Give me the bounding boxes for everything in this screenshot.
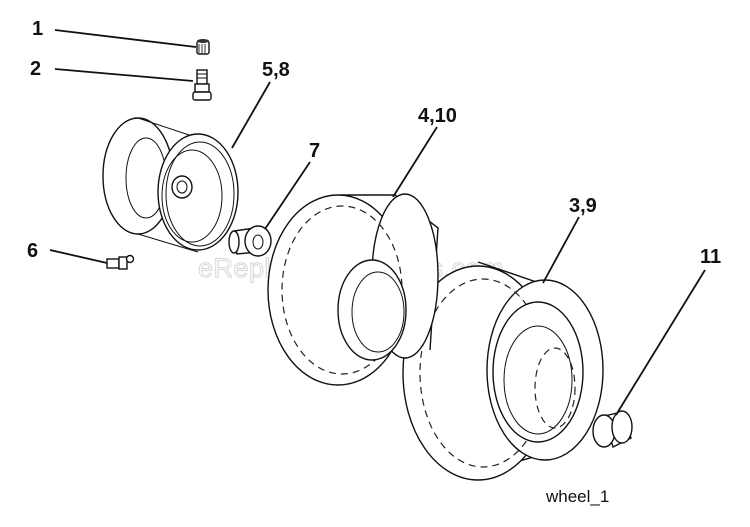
wheel-rim-part (102, 117, 239, 253)
valve-cap-part (196, 39, 210, 55)
rear-tire-part (402, 261, 604, 481)
callout-6: 6 (27, 240, 38, 262)
wheel-cap-part (592, 410, 633, 449)
bushing-part (228, 225, 272, 257)
callout-7: 7 (309, 140, 320, 162)
callout-3-9: 3,9 (569, 195, 597, 217)
callout-4-10: 4,10 (418, 105, 457, 127)
callout-5-8: 5,8 (262, 59, 290, 81)
front-tire-part (267, 193, 439, 386)
callout-2: 2 (30, 58, 41, 80)
callout-1: 1 (32, 18, 43, 40)
callout-11: 11 (700, 246, 721, 268)
diagram-caption: wheel_1 (545, 487, 609, 506)
valve-stem-part (192, 69, 212, 101)
leader-lines (49, 29, 706, 416)
grease-fitting-part (106, 254, 135, 270)
